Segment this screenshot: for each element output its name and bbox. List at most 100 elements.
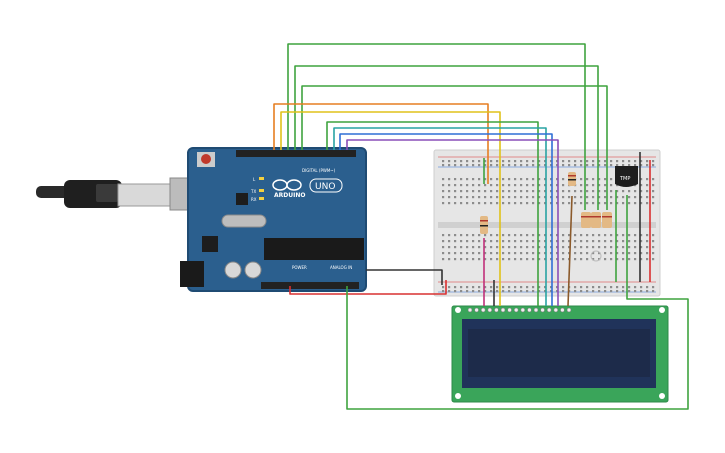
breadboard-hole bbox=[616, 286, 619, 289]
breadboard-hole bbox=[640, 234, 643, 237]
breadboard-hole bbox=[502, 190, 505, 193]
breadboard[interactable] bbox=[433, 149, 661, 297]
breadboard-hole bbox=[448, 240, 451, 243]
breadboard-hole bbox=[508, 160, 511, 163]
breadboard-hole bbox=[466, 240, 469, 243]
breadboard-hole bbox=[514, 240, 517, 243]
breadboard-hole bbox=[580, 252, 583, 255]
breadboard-hole bbox=[580, 290, 583, 293]
breadboard-hole bbox=[550, 202, 553, 205]
breadboard-hole bbox=[448, 290, 451, 293]
breadboard-hole bbox=[496, 184, 499, 187]
breadboard-hole bbox=[490, 252, 493, 255]
breadboard-hole bbox=[478, 196, 481, 199]
breadboard-hole bbox=[568, 252, 571, 255]
resistor-3 bbox=[581, 212, 591, 228]
breadboard-hole bbox=[502, 196, 505, 199]
breadboard-hole bbox=[508, 290, 511, 293]
breadboard-hole bbox=[448, 164, 451, 167]
resistor-5 bbox=[602, 212, 612, 228]
breadboard-hole bbox=[448, 160, 451, 163]
breadboard-hole bbox=[580, 286, 583, 289]
breadboard-hole bbox=[496, 286, 499, 289]
breadboard-hole bbox=[586, 258, 589, 261]
breadboard-hole bbox=[574, 240, 577, 243]
breadboard-hole bbox=[580, 190, 583, 193]
breadboard-hole bbox=[652, 196, 655, 199]
breadboard-hole bbox=[472, 202, 475, 205]
breadboard-hole bbox=[652, 286, 655, 289]
breadboard-hole bbox=[526, 190, 529, 193]
breadboard-hole bbox=[442, 290, 445, 293]
breadboard-hole bbox=[616, 240, 619, 243]
breadboard-hole bbox=[508, 164, 511, 167]
breadboard-hole bbox=[490, 290, 493, 293]
digital-header-label: DIGITAL (PWM~) bbox=[302, 168, 336, 173]
breadboard-hole bbox=[514, 252, 517, 255]
breadboard-hole bbox=[550, 240, 553, 243]
breadboard-hole bbox=[598, 234, 601, 237]
breadboard-hole bbox=[514, 290, 517, 293]
breadboard-hole bbox=[562, 164, 565, 167]
breadboard-hole bbox=[544, 178, 547, 181]
breadboard-hole bbox=[532, 286, 535, 289]
breadboard-hole bbox=[634, 196, 637, 199]
breadboard-hole bbox=[484, 234, 487, 237]
breadboard-hole bbox=[616, 258, 619, 261]
breadboard-hole bbox=[508, 234, 511, 237]
breadboard-hole bbox=[460, 234, 463, 237]
breadboard-hole bbox=[586, 160, 589, 163]
breadboard-hole bbox=[544, 258, 547, 261]
breadboard-hole bbox=[478, 178, 481, 181]
breadboard-hole bbox=[634, 234, 637, 237]
breadboard-hole bbox=[472, 190, 475, 193]
breadboard-hole bbox=[646, 184, 649, 187]
breadboard-hole bbox=[556, 178, 559, 181]
breadboard-hole bbox=[598, 190, 601, 193]
lcd-16x2-module[interactable] bbox=[451, 305, 669, 403]
breadboard-hole bbox=[622, 258, 625, 261]
breadboard-hole bbox=[598, 286, 601, 289]
breadboard-hole bbox=[592, 286, 595, 289]
breadboard-hole bbox=[484, 202, 487, 205]
breadboard-hole bbox=[598, 258, 601, 261]
arduino-uno-board[interactable]: L TX RX ARDUINO UNO DIGITAL (PWM~) POWER… bbox=[180, 147, 367, 292]
wire-green-analog bbox=[346, 195, 689, 410]
breadboard-hole bbox=[652, 290, 655, 293]
wire-red-5v bbox=[289, 280, 447, 295]
breadboard-hole bbox=[592, 196, 595, 199]
lcd-pin bbox=[527, 307, 532, 313]
breadboard-hole bbox=[556, 252, 559, 255]
breadboard-hole bbox=[556, 190, 559, 193]
led-rx-label: RX bbox=[251, 197, 257, 202]
led-tx-label: TX bbox=[250, 189, 256, 194]
breadboard-hole bbox=[484, 240, 487, 243]
lcd-pin bbox=[467, 307, 473, 313]
breadboard-hole bbox=[442, 190, 445, 193]
breadboard-hole bbox=[604, 202, 607, 205]
temperature-sensor[interactable]: TMP bbox=[615, 166, 638, 187]
breadboard-hole bbox=[550, 258, 553, 261]
breadboard-hole bbox=[544, 190, 547, 193]
breadboard-hole bbox=[520, 160, 523, 163]
breadboard-hole bbox=[496, 178, 499, 181]
breadboard-hole bbox=[646, 234, 649, 237]
breadboard-hole bbox=[472, 184, 475, 187]
breadboard-hole bbox=[580, 164, 583, 167]
breadboard-hole bbox=[586, 234, 589, 237]
breadboard-hole bbox=[580, 184, 583, 187]
wire-blue bbox=[339, 133, 553, 306]
breadboard-hole bbox=[472, 164, 475, 167]
breadboard-hole bbox=[466, 290, 469, 293]
power-header-label: POWER bbox=[292, 265, 307, 270]
breadboard-hole bbox=[622, 202, 625, 205]
breadboard-hole bbox=[544, 196, 547, 199]
breadboard-hole bbox=[604, 240, 607, 243]
breadboard-hole bbox=[568, 240, 571, 243]
breadboard-hole bbox=[454, 258, 457, 261]
wire-green-4 bbox=[326, 121, 539, 306]
breadboard-hole bbox=[556, 160, 559, 163]
breadboard-hole bbox=[460, 290, 463, 293]
breadboard-hole bbox=[478, 184, 481, 187]
